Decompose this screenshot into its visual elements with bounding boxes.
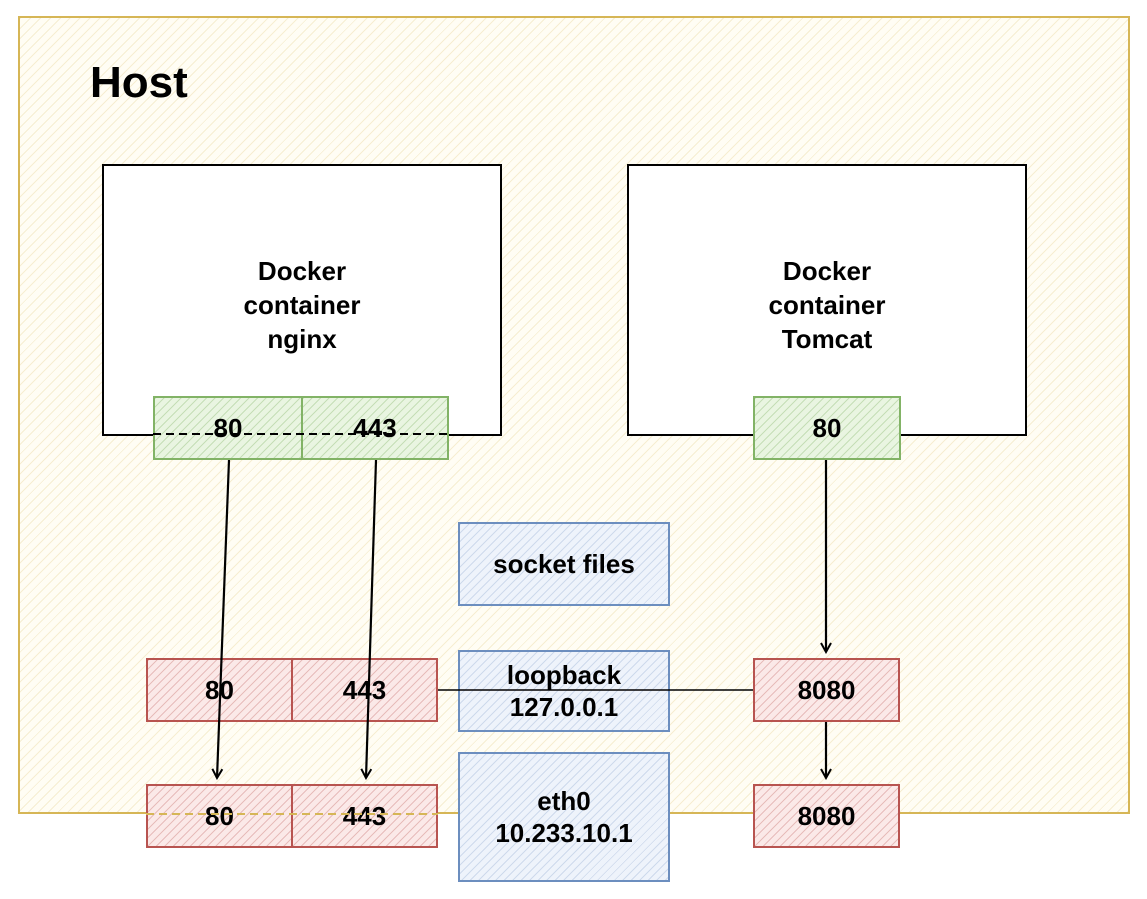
loopback-port-8080: 8080 [753, 658, 900, 722]
container-tomcat-line-3: Tomcat [781, 324, 873, 354]
loopback-name: loopback [506, 660, 622, 690]
eth0-address: 10.233.10.1 [495, 818, 633, 848]
nginx-port-443: 443 [301, 396, 449, 460]
container-tomcat-label: Docker container Tomcat [629, 254, 1025, 356]
eth0-port-443: 443 [291, 784, 438, 848]
nginx-port-80: 80 [153, 396, 303, 460]
container-nginx-line-1: Docker [257, 256, 347, 286]
tomcat-port-80: 80 [753, 396, 901, 460]
container-nginx-label: Docker container nginx [104, 254, 500, 356]
eth0-port-80: 80 [146, 784, 293, 848]
loopback-address: 127.0.0.1 [509, 692, 619, 722]
socket-files: socket files [458, 522, 670, 606]
eth0-name: eth0 [537, 786, 591, 816]
loopback-interface: loopback 127.0.0.1 [458, 650, 670, 732]
container-nginx-line-3: nginx [267, 324, 337, 354]
container-nginx-line-2: container [243, 290, 361, 320]
loopback-port-80: 80 [146, 658, 293, 722]
socket-files-label: socket files [493, 549, 635, 579]
host-title: Host [90, 58, 188, 107]
container-tomcat-line-1: Docker [782, 256, 872, 286]
container-tomcat-line-2: container [768, 290, 886, 320]
loopback-port-443: 443 [291, 658, 438, 722]
eth0-interface: eth0 10.233.10.1 [458, 752, 670, 882]
eth0-port-8080: 8080 [753, 784, 900, 848]
